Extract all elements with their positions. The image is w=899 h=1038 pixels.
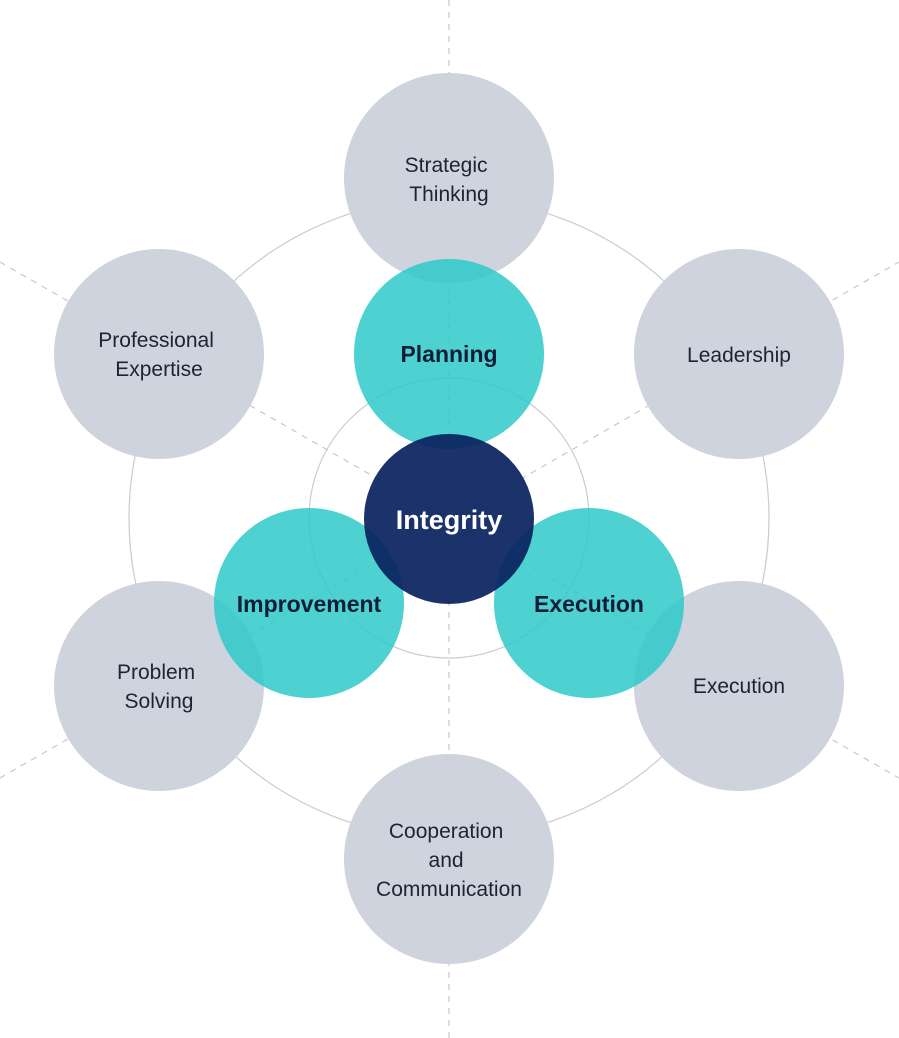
center-node bbox=[364, 434, 534, 604]
outer-node-circle bbox=[54, 249, 264, 459]
center-node-label: Integrity bbox=[396, 505, 503, 535]
svg-text:Strategic Thinking: Strategic Thinking bbox=[405, 154, 494, 206]
svg-text:Execution: Execution bbox=[693, 675, 785, 698]
svg-text:Problem Solving: Problem Solving bbox=[117, 661, 201, 713]
outer-node-cooperation-and-communication: Cooperation and Communication bbox=[344, 754, 554, 964]
outer-node-circle bbox=[634, 581, 844, 791]
outer-node-label-line: Thinking bbox=[409, 183, 488, 206]
outer-node-label-line: Strategic bbox=[405, 154, 488, 177]
outer-node-strategic-thinking: Strategic Thinking bbox=[344, 73, 554, 283]
inner-nodes bbox=[214, 259, 684, 698]
outer-node-label-line: and bbox=[429, 849, 464, 872]
inner-node-execution bbox=[494, 508, 684, 698]
outer-node-label-line: Solving bbox=[125, 690, 194, 713]
outer-node-label-line: Problem bbox=[117, 661, 195, 684]
outer-nodes: Strategic Thinking Leadership Execution … bbox=[54, 73, 844, 964]
inner-labels: Planning Improvement Execution bbox=[237, 341, 644, 617]
outer-node-circle bbox=[54, 581, 264, 791]
outer-node-label-line: Cooperation bbox=[389, 820, 503, 843]
outer-node-execution: Execution bbox=[634, 581, 844, 791]
inner-node-planning bbox=[354, 259, 544, 449]
outer-node-label-line: Expertise bbox=[115, 358, 203, 381]
outer-node-label-line: Leadership bbox=[687, 344, 791, 367]
outer-node-circle bbox=[344, 754, 554, 964]
inner-node-planning-label: Planning bbox=[400, 341, 497, 367]
outer-node-label-line: Execution bbox=[693, 675, 785, 698]
outer-node-circle bbox=[634, 249, 844, 459]
svg-text:Cooperation and: Cooperation and Communication bbox=[376, 820, 522, 901]
outer-node-professional-expertise: Professional Expertise bbox=[54, 249, 264, 459]
inner-node-execution-label: Execution bbox=[534, 591, 644, 617]
outer-node-circle bbox=[344, 73, 554, 283]
svg-text:Professional Expertise: Professional Expertise bbox=[98, 329, 219, 381]
inner-node-improvement bbox=[214, 508, 404, 698]
outer-node-leadership: Leadership bbox=[634, 249, 844, 459]
outer-node-problem-solving: Problem Solving bbox=[54, 581, 264, 791]
svg-text:Leadership: Leadership bbox=[687, 344, 791, 367]
outer-node-label-line: Professional bbox=[98, 329, 214, 352]
inner-node-improvement-label: Improvement bbox=[237, 591, 382, 617]
outer-node-label-line: Communication bbox=[376, 878, 522, 901]
